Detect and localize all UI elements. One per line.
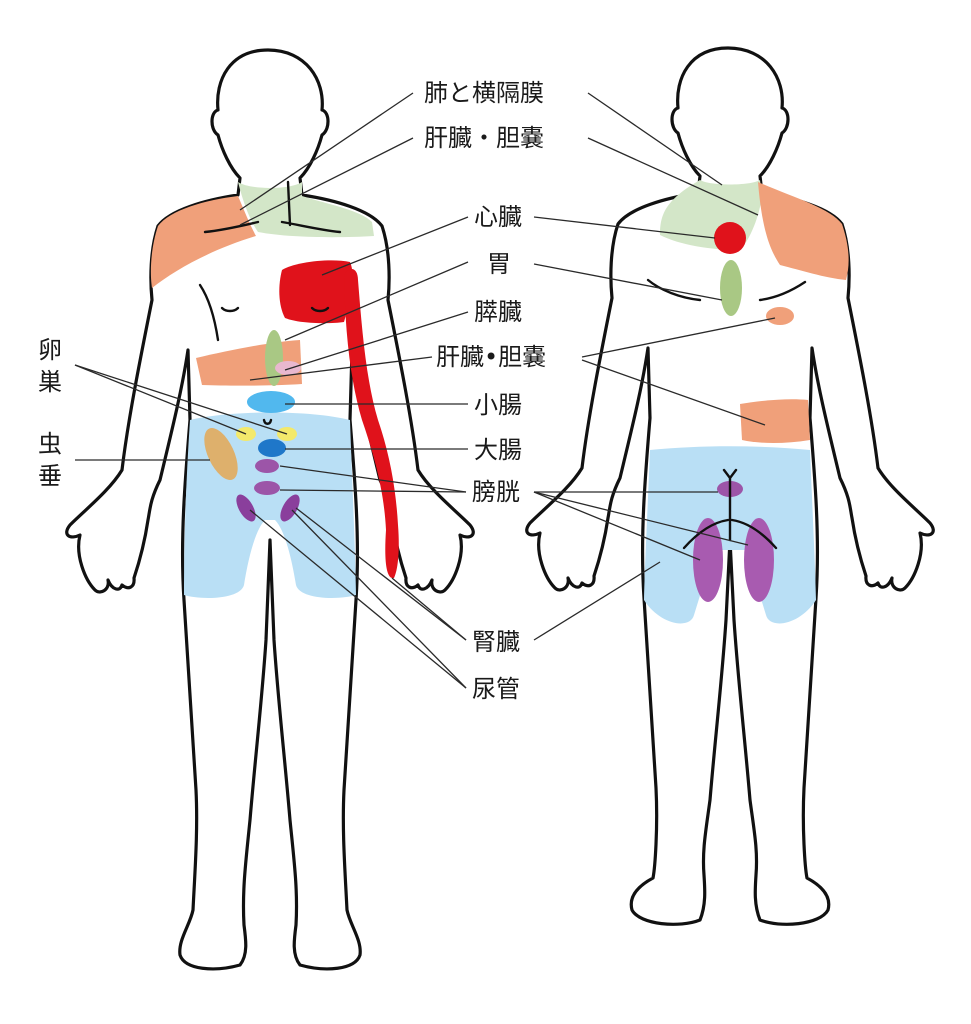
front-clavicle-right bbox=[280, 220, 342, 234]
heart-arm-strip bbox=[344, 268, 399, 579]
label-lung-diaphragm: 肺と横隔膜 bbox=[424, 79, 544, 107]
heart-region-front bbox=[279, 260, 353, 324]
front-regions bbox=[150, 182, 399, 598]
back-gluteal-cleft bbox=[722, 468, 738, 542]
leader-liver2-back-b bbox=[581, 359, 766, 426]
label-liver-gallbladder-mid: 肝臓•胆嚢 bbox=[436, 343, 546, 371]
back-buttock-right bbox=[730, 518, 778, 550]
leader-ovary-a bbox=[74, 364, 247, 435]
leader-liver1-front bbox=[239, 137, 414, 226]
front-navel bbox=[262, 418, 273, 425]
label-liver-gallbladder-top: 肝臓・胆嚢 bbox=[424, 124, 544, 152]
label-small-intestine: 小腸 bbox=[474, 391, 522, 419]
back-spine-arc-left bbox=[646, 278, 702, 302]
label-large-intestine: 大腸 bbox=[474, 436, 522, 464]
label-ovary-line1: 卵 bbox=[38, 336, 62, 364]
leader-bladder-front-b bbox=[279, 489, 467, 493]
pancreas-region-front bbox=[275, 361, 301, 375]
leader-stomach-front bbox=[284, 261, 469, 341]
ureter-region-front-left bbox=[236, 494, 256, 522]
label-bladder: 膀胱 bbox=[472, 478, 520, 506]
back-buttock-left bbox=[682, 518, 730, 550]
leader-lung-front bbox=[239, 92, 414, 211]
leader-heart-back bbox=[533, 216, 716, 239]
back-spine-arc-right bbox=[758, 280, 807, 302]
leader-bladder-back-b bbox=[533, 491, 701, 561]
leader-bladder-front-a bbox=[279, 465, 467, 493]
leader-bladder-back-c bbox=[533, 491, 749, 546]
bladder-region-front-1 bbox=[255, 459, 279, 473]
leader-liver2-front bbox=[249, 356, 433, 381]
ureter-region-front-right bbox=[280, 494, 300, 522]
leader-lines bbox=[74, 92, 776, 689]
label-appendix-line2: 垂 bbox=[38, 462, 62, 490]
leader-pancreas-front bbox=[284, 311, 469, 371]
liver-gallbladder-region-back-shoulder bbox=[758, 182, 849, 280]
large-intestine-region-front bbox=[258, 439, 286, 457]
body-detail-lines bbox=[198, 180, 807, 550]
front-nipple-right bbox=[310, 306, 330, 313]
leader-liver1-back bbox=[587, 137, 759, 216]
liver-gallbladder-region-back-small bbox=[766, 307, 794, 325]
label-pancreas: 膵臓 bbox=[474, 298, 522, 326]
front-nipple-left bbox=[220, 306, 240, 313]
label-appendix-line1: 虫 bbox=[38, 430, 62, 458]
label-heart: 心臓 bbox=[474, 203, 522, 231]
appendix-region-front bbox=[204, 428, 238, 480]
bladder-region-front-2 bbox=[254, 481, 280, 495]
label-ureter: 尿管 bbox=[472, 675, 520, 703]
liver-gallbladder-region-back-lower bbox=[740, 399, 810, 443]
leader-liver2-back-a bbox=[581, 317, 776, 358]
front-clavicle-left bbox=[203, 220, 260, 234]
lung-diaphragm-region-front bbox=[238, 182, 374, 238]
front-neck-line bbox=[286, 180, 292, 227]
leader-heart-front bbox=[321, 216, 469, 276]
front-chest-line bbox=[198, 283, 220, 342]
liver-gallbladder-region-front-shoulder bbox=[150, 196, 256, 288]
lung-diaphragm-region-back bbox=[660, 180, 762, 250]
label-ovary-line2: 巣 bbox=[38, 368, 62, 396]
small-intestine-region-front bbox=[247, 391, 295, 413]
leader-lung-back bbox=[587, 92, 723, 186]
kidney-region-back-right bbox=[744, 518, 774, 602]
label-stomach: 胃 bbox=[487, 250, 511, 278]
labels: 肺と横隔膜 肝臓・胆嚢 心臓 胃 膵臓 肝臓•胆嚢 小腸 大腸 膀胱 腎臓 尿管… bbox=[38, 79, 546, 703]
leader-heart-arm bbox=[391, 577, 467, 641]
leader-kidney-back bbox=[533, 561, 661, 641]
leader-kidney-front bbox=[295, 507, 467, 641]
stomach-region-back bbox=[720, 260, 742, 316]
label-kidney: 腎臓 bbox=[472, 628, 520, 656]
leader-ureter-front-b bbox=[291, 509, 467, 689]
leader-ovary-b bbox=[74, 364, 288, 435]
kidney-region-back-left bbox=[693, 518, 723, 602]
heart-region-back bbox=[714, 222, 746, 254]
leader-ureter-front-a bbox=[249, 509, 467, 689]
leader-stomach-back bbox=[533, 263, 723, 301]
